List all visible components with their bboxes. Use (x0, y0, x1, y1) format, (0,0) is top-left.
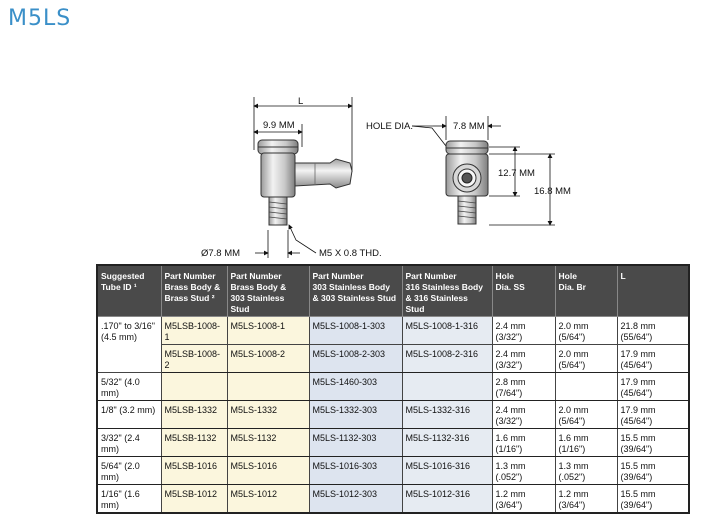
cell-hole-br: 2.0 mm (5/64") (554, 316, 618, 345)
cell-part-303: M5LS-1016-303 (308, 456, 403, 485)
cell-hole-ss: 1.2 mm (3/64") (491, 484, 556, 514)
table-row: 1/16" (1.6 mm) M5LSB-1012 M5LS-1012 M5LS… (96, 484, 690, 514)
cell-part-303: M5LS-1332-303 (308, 400, 403, 429)
cell-length: 15.5 mm (39/64") (616, 484, 690, 514)
fitting-technical-drawing: L 9.9 MM Ø7.8 MM M5 X 0.8 THD. HOLE DIA.… (201, 96, 571, 259)
cell-hole-ss: 2.8 mm (7/64") (491, 372, 556, 401)
cell-part-316: M5LS-1008-1-316 (401, 316, 493, 345)
cell-part-303: M5LS-1460-303 (308, 372, 403, 401)
cell-hole-ss: 1.6 mm (1/16") (491, 428, 556, 457)
cell-tube-id: 5/32" (4.0 mm) (96, 372, 162, 401)
cell-hole-br: 1.6 mm (1/16") (554, 428, 618, 457)
cell-part-brass: M5LSB-1008-2 (160, 344, 228, 373)
cell-part-brass-303: M5LS-1016 (226, 456, 310, 485)
cell-tube-id: 5/64" (2.0 mm) (96, 456, 162, 485)
table-row: 5/32" (4.0 mm) M5LS-1460-303 2.8 mm (7/6… (96, 372, 690, 401)
dim-16-8-label: 16.8 MM (534, 186, 571, 197)
cell-part-brass: M5LSB-1016 (160, 456, 228, 485)
cell-part-316: M5LS-1332-316 (401, 400, 493, 429)
cell-part-brass-303: M5LS-1012 (226, 484, 310, 514)
page-title: M5LS (8, 6, 72, 31)
cell-hole-br: 1.3 mm (.052") (554, 456, 618, 485)
cell-part-brass-303: M5LS-1332 (226, 400, 310, 429)
cell-part-316 (401, 372, 493, 401)
cell-part-303: M5LS-1012-303 (308, 484, 403, 514)
cell-length: 15.5 mm (39/64") (616, 428, 690, 457)
cell-hole-br (554, 372, 618, 401)
table-row: .170" to 3/16" (4.5 mm) M5LSB-1008-1 M5L… (96, 316, 690, 373)
cell-tube-id: 3/32" (2.4 mm) (96, 428, 162, 457)
thread-label: M5 X 0.8 THD. (319, 248, 382, 259)
cell-part-316: M5LS-1016-316 (401, 456, 493, 485)
cell-hole-br: 2.0 mm (5/64") (554, 400, 618, 429)
cell-part-brass: M5LSB-1008-1 (160, 316, 228, 345)
front-view (411, 116, 555, 226)
cell-hole-ss: 2.4 mm (3/32") (491, 344, 556, 373)
cell-part-316: M5LS-1132-316 (401, 428, 493, 457)
cell-part-316: M5LS-1012-316 (401, 484, 493, 514)
cell-part-303: M5LS-1132-303 (308, 428, 403, 457)
cell-hole-ss: 2.4 mm (3/32") (491, 316, 556, 345)
cell-part-303: M5LS-1008-1-303 (308, 316, 403, 345)
side-view (253, 97, 353, 258)
cell-length: 17.9 mm (45/64") (616, 372, 690, 401)
header-length: L (616, 264, 690, 317)
table-row: 1/8" (3.2 mm) M5LSB-1332 M5LS-1332 M5LS-… (96, 400, 690, 429)
cell-tube-id: 1/8" (3.2 mm) (96, 400, 162, 429)
cell-part-brass-303 (226, 372, 310, 401)
cell-part-brass (160, 372, 228, 401)
cell-hole-ss: 1.3 mm (.052") (491, 456, 556, 485)
cell-tube-id: .170" to 3/16" (4.5 mm) (96, 316, 162, 373)
cell-part-brass-303: M5LS-1132 (226, 428, 310, 457)
dim-7-8-label: 7.8 MM (453, 121, 485, 132)
cell-length: 15.5 mm (39/64") (616, 456, 690, 485)
dim-9-9-label: 9.9 MM (263, 120, 295, 131)
table-row: 5/64" (2.0 mm) M5LSB-1016 M5LS-1016 M5LS… (96, 456, 690, 485)
cell-tube-id: 1/16" (1.6 mm) (96, 484, 162, 514)
cell-length: 17.9 mm (45/64") (616, 344, 690, 373)
table-row: 3/32" (2.4 mm) M5LSB-1132 M5LS-1132 M5LS… (96, 428, 690, 457)
cell-hole-br: 2.0 mm (5/64") (554, 344, 618, 373)
hole-dia-label: HOLE DIA. (366, 121, 413, 132)
cell-part-brass: M5LSB-1332 (160, 400, 228, 429)
cell-hole-br: 1.2 mm (3/64") (554, 484, 618, 514)
cell-length: 17.9 mm (45/64") (616, 400, 690, 429)
table-row: M5LSB-1008-2 M5LS-1008-2 M5LS-1008-2-303… (97, 344, 690, 373)
dim-l-label: L (298, 96, 303, 107)
dim-dia-7-8-label: Ø7.8 MM (201, 248, 240, 259)
cell-part-brass-303: M5LS-1008-1 (226, 316, 310, 345)
cell-part-brass: M5LSB-1132 (160, 428, 228, 457)
cell-part-brass-303: M5LS-1008-2 (226, 344, 310, 373)
cell-length: 21.8 mm (55/64") (616, 316, 690, 345)
cell-part-303: M5LS-1008-2-303 (308, 344, 403, 373)
cell-part-brass: M5LSB-1012 (160, 484, 228, 514)
dim-12-7-label: 12.7 MM (498, 168, 535, 179)
cell-part-316: M5LS-1008-2-316 (401, 344, 493, 373)
cell-hole-ss: 2.4 mm (3/32") (491, 400, 556, 429)
